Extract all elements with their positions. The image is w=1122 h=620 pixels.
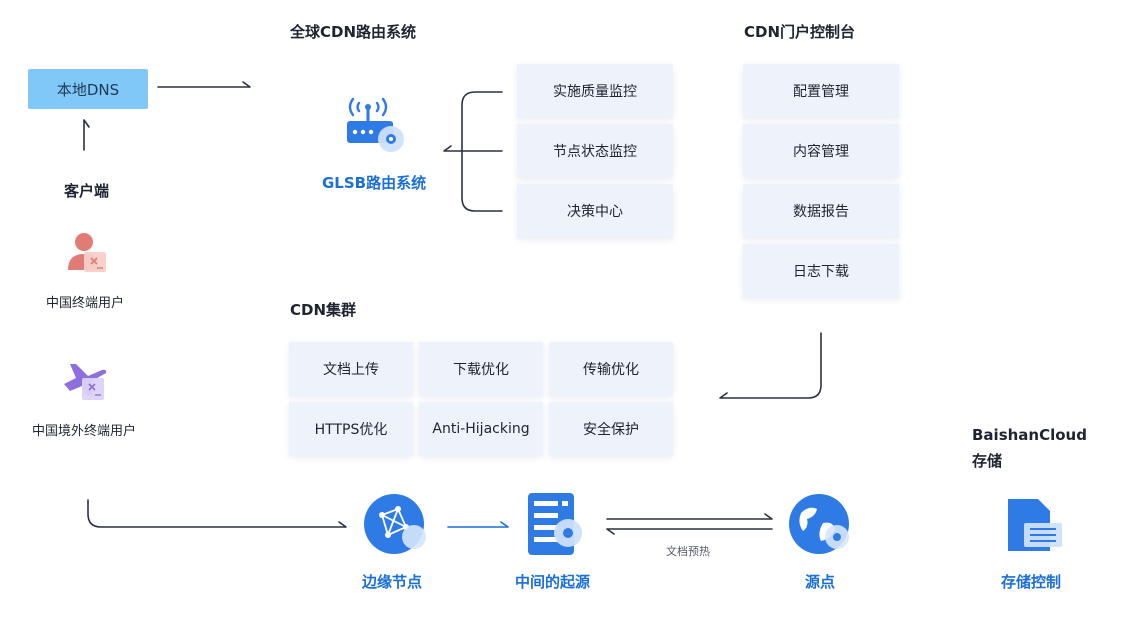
title-storage-line1: BaishanCloud	[972, 426, 1087, 444]
arrow-users-to-edge	[87, 499, 347, 528]
globe-icon	[789, 494, 849, 554]
title-storage-line2: 存储	[972, 452, 1003, 470]
arrow-origin-to-mid	[606, 528, 773, 535]
arrow-edge-to-mid	[447, 521, 509, 528]
router-gear-icon	[347, 97, 404, 152]
airplane-icon	[64, 364, 107, 400]
cluster-item-anti-hijacking: Anti-Hijacking	[419, 402, 543, 456]
arrow-client-to-dns	[83, 119, 90, 151]
prefetch-label: 文档预热	[666, 545, 710, 558]
arrow-dns-to-routing	[157, 81, 251, 88]
edge-node-label: 边缘节点	[362, 573, 423, 591]
portal-item-content: 内容管理	[743, 124, 899, 178]
cluster-item-https-opt: HTTPS优化	[289, 402, 413, 456]
portal-item-logs: 日志下载	[743, 244, 899, 298]
glsb-label: GLSB路由系统	[322, 174, 427, 192]
cluster-item-transfer-opt: 传输优化	[549, 342, 673, 396]
user-cn-label: 中国终端用户	[46, 296, 125, 311]
title-cluster: CDN集群	[290, 301, 357, 319]
local-dns-box: 本地DNS	[28, 69, 148, 109]
portal-item-config: 配置管理	[743, 64, 899, 118]
cluster-item-upload: 文档上传	[289, 342, 413, 396]
arrow-mid-to-origin	[606, 513, 773, 520]
title-portal: CDN门户控制台	[744, 23, 856, 41]
storage-file-icon	[1008, 499, 1062, 551]
portal-item-report: 数据报告	[743, 184, 899, 238]
monitor-item-quality: 实施质量监控	[517, 64, 673, 118]
origin-label: 源点	[805, 573, 836, 591]
arrow-portal-to-cluster	[719, 332, 822, 399]
monitor-item-node-status: 节点状态监控	[517, 124, 673, 178]
network-node-icon	[364, 494, 426, 554]
arrow-monitors-to-glsb	[443, 145, 503, 152]
title-global-routing: 全球CDN路由系统	[290, 23, 417, 41]
storage-control-label: 存储控制	[1001, 573, 1062, 591]
person-icon	[68, 233, 106, 272]
client-title: 客户端	[64, 182, 110, 200]
server-disk-icon	[528, 493, 582, 555]
monitor-item-decision: 决策中心	[517, 184, 673, 238]
bracket-monitors	[461, 91, 503, 212]
cluster-item-security: 安全保护	[549, 402, 673, 456]
user-overseas-label: 中国境外终端用户	[32, 424, 137, 439]
mid-origin-label: 中间的起源	[515, 573, 591, 591]
cluster-item-download-opt: 下载优化	[419, 342, 543, 396]
